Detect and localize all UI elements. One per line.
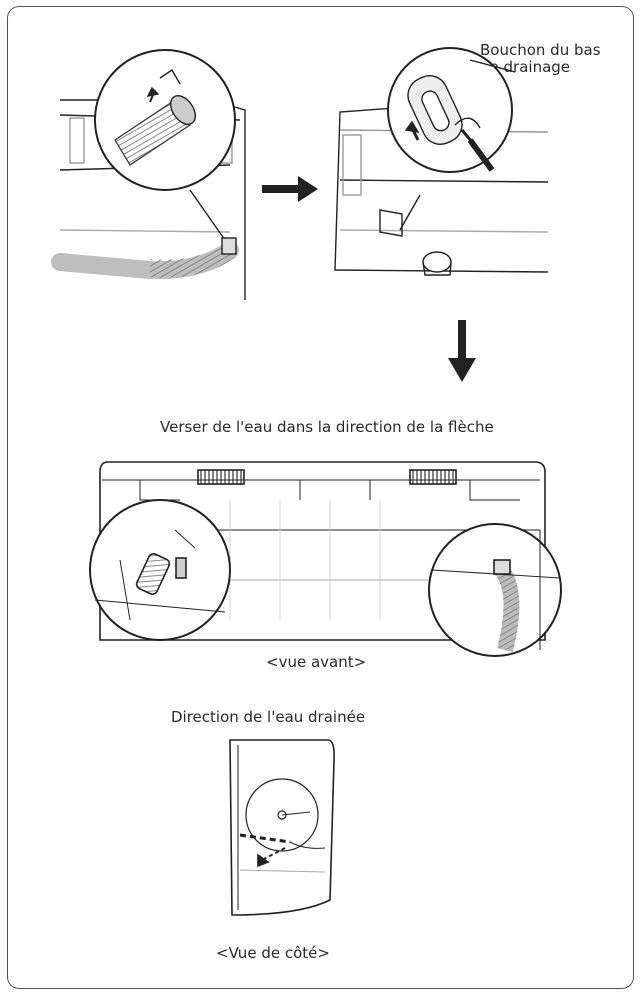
front-view-panel	[90, 462, 561, 656]
drain-plug-panel	[335, 48, 548, 275]
hose-removal-panel	[60, 50, 245, 300]
side-view-panel	[230, 740, 334, 915]
arrow-right-icon	[262, 176, 318, 202]
arrow-down-icon	[448, 320, 476, 382]
